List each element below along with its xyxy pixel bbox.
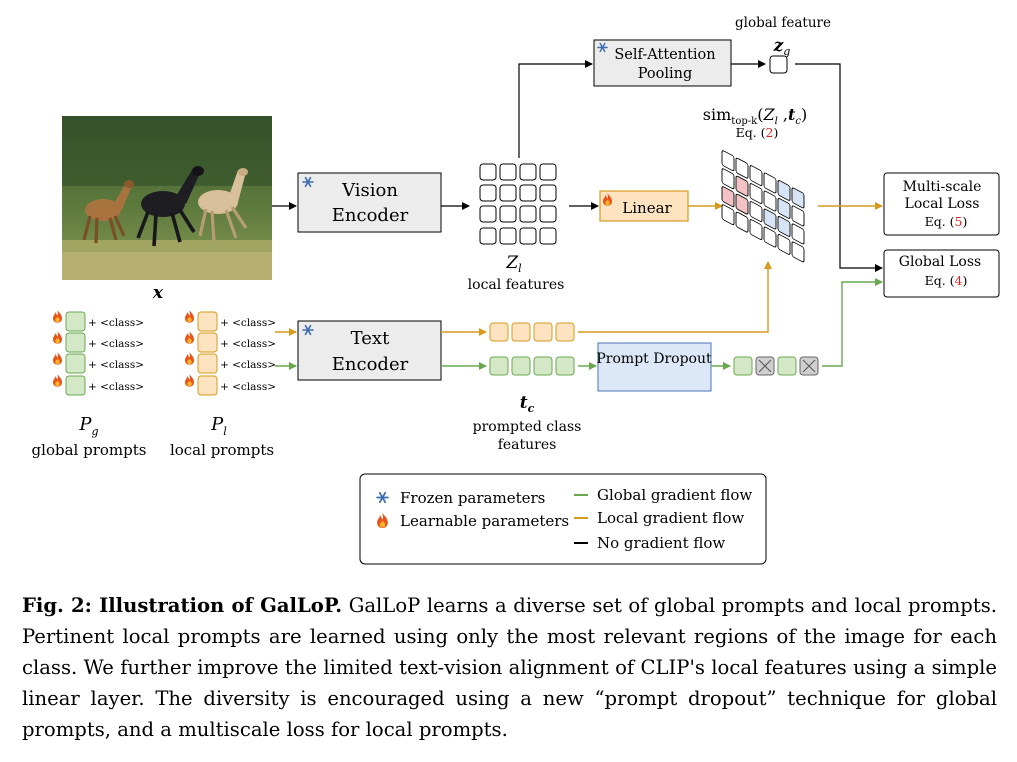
local-prompts: + <class> + <class> + <class> + <class> bbox=[185, 310, 276, 396]
legend-learnable: Learnable parameters bbox=[400, 512, 569, 530]
learnable-icon bbox=[185, 352, 194, 365]
self-attention-line2: Pooling bbox=[638, 66, 693, 82]
global-prompt-item: + <class> bbox=[88, 381, 144, 393]
legend-frozen: Frozen parameters bbox=[400, 489, 545, 507]
legend: Frozen parameters Learnable parameters G… bbox=[359, 473, 767, 565]
multiscale-line1: Multi-scale bbox=[903, 179, 982, 195]
global-prompts-label: global prompts bbox=[32, 441, 147, 459]
learnable-icon bbox=[53, 374, 62, 387]
similarity-map bbox=[721, 150, 805, 263]
global-prompt-item: + <class> bbox=[88, 317, 144, 329]
local-prompt-item: + <class> bbox=[220, 381, 276, 393]
input-label: x bbox=[152, 283, 164, 303]
self-attention-line1: Self-Attention bbox=[614, 47, 715, 63]
learnable-icon bbox=[185, 331, 194, 344]
local-features-label: local features bbox=[468, 277, 565, 293]
learnable-icon bbox=[185, 374, 194, 387]
input-image bbox=[62, 116, 272, 280]
class-features-symbol: tc bbox=[520, 393, 535, 415]
linear-block: Linear bbox=[599, 190, 689, 222]
horse-black bbox=[136, 166, 204, 247]
multiscale-local-loss-block: Multi-scale Local Loss Eq. (5) bbox=[883, 172, 1000, 236]
local-prompt-item: + <class> bbox=[220, 359, 276, 371]
text-encoder-line1: Text bbox=[351, 328, 390, 349]
galop-diagram: x Vision Encoder Zl local features Self-… bbox=[32, 15, 1000, 565]
local-features-grid bbox=[479, 163, 557, 245]
vision-encoder-block: Vision Encoder bbox=[297, 172, 442, 233]
caption-lead: Fig. 2: Illustration of GalLoP. bbox=[22, 594, 343, 617]
class-features-label-line2: features bbox=[498, 437, 557, 453]
global-prompt-item: + <class> bbox=[88, 338, 144, 350]
figure-caption: Fig. 2: Illustration of GalLoP. GalLoP l… bbox=[22, 590, 997, 745]
vision-encoder-line2: Encoder bbox=[332, 205, 409, 226]
global-loss-line1: Global Loss bbox=[899, 254, 981, 270]
legend-local-flow: Local gradient flow bbox=[597, 509, 744, 527]
global-prompts: + <class> + <class> + <class> + <class> bbox=[53, 310, 144, 396]
learnable-icon bbox=[53, 352, 62, 365]
global-feature-symbol: zg bbox=[773, 36, 791, 58]
similarity-eq: Eq. (2) bbox=[736, 125, 779, 140]
text-encoder-line2: Encoder bbox=[332, 354, 409, 375]
global-feature-cell bbox=[769, 55, 788, 74]
horse-palomino bbox=[198, 168, 248, 243]
global-loss-eq: Eq. (4) bbox=[925, 273, 968, 288]
learnable-icon bbox=[53, 310, 62, 323]
local-features-symbol: Zl bbox=[505, 253, 522, 275]
horse-brown bbox=[82, 180, 134, 244]
learnable-icon bbox=[53, 331, 62, 344]
text-encoder-block: Text Encoder bbox=[297, 320, 442, 381]
local-class-features bbox=[489, 322, 575, 342]
prompt-dropout-block: Prompt Dropout bbox=[596, 342, 712, 392]
legend-no-flow: No gradient flow bbox=[597, 534, 725, 552]
multiscale-line2: Local Loss bbox=[905, 196, 980, 212]
global-prompt-item: + <class> bbox=[88, 359, 144, 371]
multiscale-eq: Eq. (5) bbox=[925, 214, 968, 229]
local-prompts-symbol: Pl bbox=[210, 414, 227, 438]
global-prompts-symbol: Pg bbox=[78, 414, 98, 438]
global-loss-block: Global Loss Eq. (4) bbox=[883, 249, 1000, 298]
local-prompt-item: + <class> bbox=[220, 317, 276, 329]
vision-encoder-line1: Vision bbox=[341, 180, 398, 201]
legend-global-flow: Global gradient flow bbox=[597, 486, 752, 504]
local-prompt-item: + <class> bbox=[220, 338, 276, 350]
linear-label: Linear bbox=[622, 199, 672, 217]
global-feature-title: global feature bbox=[735, 15, 831, 31]
class-features-label-line1: prompted class bbox=[473, 419, 582, 435]
caption-body: GalLoP learns a diverse set of global pr… bbox=[22, 594, 997, 741]
global-class-features bbox=[489, 356, 575, 376]
dropped-prompts bbox=[733, 356, 819, 376]
local-prompts-label: local prompts bbox=[170, 441, 274, 459]
prompt-dropout-label: Prompt Dropout bbox=[596, 351, 712, 367]
learnable-icon bbox=[185, 310, 194, 323]
self-attention-pooling-block: Self-Attention Pooling bbox=[593, 39, 732, 87]
similarity-formula: simtop-k(Zl ,tc) bbox=[703, 105, 807, 127]
